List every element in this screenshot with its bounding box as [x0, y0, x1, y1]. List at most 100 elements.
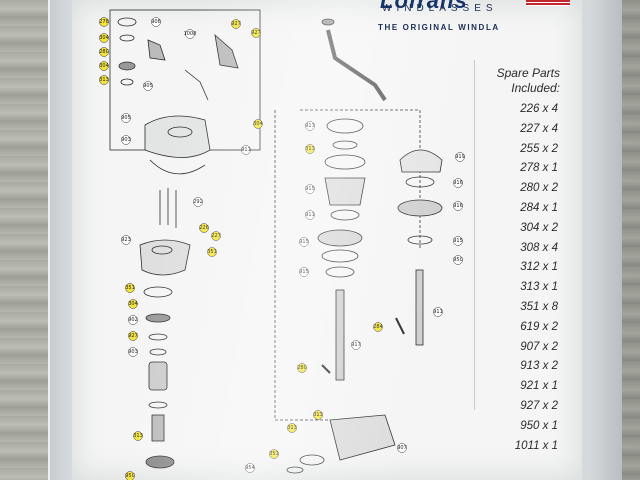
o-ring-part [143, 286, 173, 298]
lever-part-right [214, 33, 239, 69]
base-housing [139, 239, 191, 276]
callout: 905 [121, 113, 131, 123]
callout: 313 [133, 431, 143, 441]
svg-text:304: 304 [128, 301, 138, 307]
svg-text:954: 954 [245, 465, 255, 471]
callout: 903 [128, 347, 138, 357]
spare-item: 619 x 2 [520, 320, 558, 333]
gypsy-ring [325, 266, 355, 278]
spare-item: 312 x 1 [520, 261, 558, 274]
chain-gypsy [317, 229, 363, 247]
svg-text:304: 304 [99, 35, 109, 41]
callout: 917 [351, 340, 361, 350]
brand-tagline: THE ORIGINAL WINDLA [378, 23, 500, 32]
callout: 351 [125, 283, 135, 293]
flag-icon [526, 0, 570, 6]
callout: 1008 [184, 29, 197, 39]
callout: 284 [373, 322, 383, 332]
assembly-path [274, 110, 330, 421]
svg-text:313: 313 [313, 412, 323, 418]
callout: 911 [241, 145, 251, 155]
brand-name: Lofrans [380, 0, 468, 13]
washer-lower-2 [149, 348, 167, 356]
gear-wheel [145, 455, 175, 469]
svg-text:292: 292 [193, 199, 203, 205]
callout: 954 [245, 463, 255, 473]
bearing-part [118, 61, 136, 71]
svg-text:1008: 1008 [184, 31, 197, 37]
warping-drum [397, 199, 443, 217]
svg-text:280: 280 [99, 49, 109, 55]
svg-text:911: 911 [305, 212, 315, 218]
brand-subtitle: WINDLASSES [382, 3, 498, 14]
spare-item: 278 x 1 [520, 162, 558, 175]
drum-ring-right [407, 235, 433, 245]
spare-item: 313 x 1 [520, 281, 558, 294]
gypsy-lower [321, 249, 359, 263]
callout: 950 [125, 471, 135, 480]
pin-part [395, 317, 405, 335]
svg-text:950: 950 [125, 473, 135, 479]
callout: 227 [211, 231, 221, 241]
spare-parts-title: Spare Parts Included: [478, 66, 560, 96]
bearing-part-lower [145, 313, 171, 323]
callout: 313 [305, 144, 315, 154]
callout: 226 [199, 223, 209, 233]
svg-text:278: 278 [99, 19, 109, 25]
seal-part [120, 78, 134, 86]
callout: 280 [297, 363, 307, 373]
svg-text:911: 911 [241, 147, 251, 153]
spare-item: 227 x 4 [520, 122, 558, 135]
svg-text:917: 917 [351, 342, 361, 348]
callout: 911 [305, 210, 315, 220]
callout: 304 [128, 299, 138, 309]
callout: 292 [193, 197, 203, 207]
svg-text:226: 226 [199, 225, 209, 231]
linkage-rod [184, 69, 209, 101]
svg-text:927: 927 [231, 21, 241, 27]
cover-hole [167, 126, 193, 138]
callout: 280 [99, 47, 109, 57]
spare-item: 921 x 1 [520, 380, 558, 393]
motor-body [329, 414, 396, 461]
svg-text:351: 351 [125, 285, 135, 291]
svg-text:907: 907 [397, 445, 407, 451]
svg-text:913: 913 [305, 123, 315, 129]
shaft-right [415, 269, 424, 346]
svg-text:905: 905 [121, 115, 131, 121]
callout: 927 [231, 19, 241, 29]
svg-text:919: 919 [455, 154, 465, 160]
svg-text:227: 227 [211, 233, 221, 239]
svg-text:903: 903 [121, 137, 131, 143]
svg-text:902: 902 [128, 317, 138, 323]
ring-drum [332, 140, 358, 150]
svg-text:927: 927 [251, 30, 261, 36]
callout: 907 [397, 443, 407, 453]
svg-text:304: 304 [253, 121, 263, 127]
assembly-path-right [300, 109, 421, 250]
washer-part [117, 17, 137, 27]
spare-parts-title-line2: Included: [511, 81, 560, 95]
callout: 915 [453, 236, 463, 246]
spare-item: 351 x 8 [520, 300, 558, 313]
callout: 911 [433, 307, 443, 317]
spare-item: 950 x 1 [520, 419, 558, 432]
pin-part [321, 364, 331, 374]
callout: 304 [99, 61, 109, 71]
cover-skirt [149, 159, 206, 175]
spare-parts-list: Spare Parts Included: 226 x 4 227 x 4 25… [478, 66, 560, 456]
callout: 950 [453, 255, 463, 265]
svg-text:915: 915 [305, 186, 315, 192]
callout: 304 [253, 119, 263, 129]
svg-text:927: 927 [128, 333, 138, 339]
base-hole [151, 245, 173, 255]
callout: 919 [455, 152, 465, 162]
white-callouts: 906 1008 905 292 905 903 911 923 903 902… [121, 17, 465, 473]
svg-text:280: 280 [297, 365, 307, 371]
svg-text:313: 313 [99, 77, 109, 83]
svg-text:915: 915 [299, 239, 309, 245]
spare-item: 308 x 4 [520, 241, 558, 254]
spare-item: 927 x 2 [520, 399, 558, 412]
svg-text:923: 923 [121, 237, 131, 243]
